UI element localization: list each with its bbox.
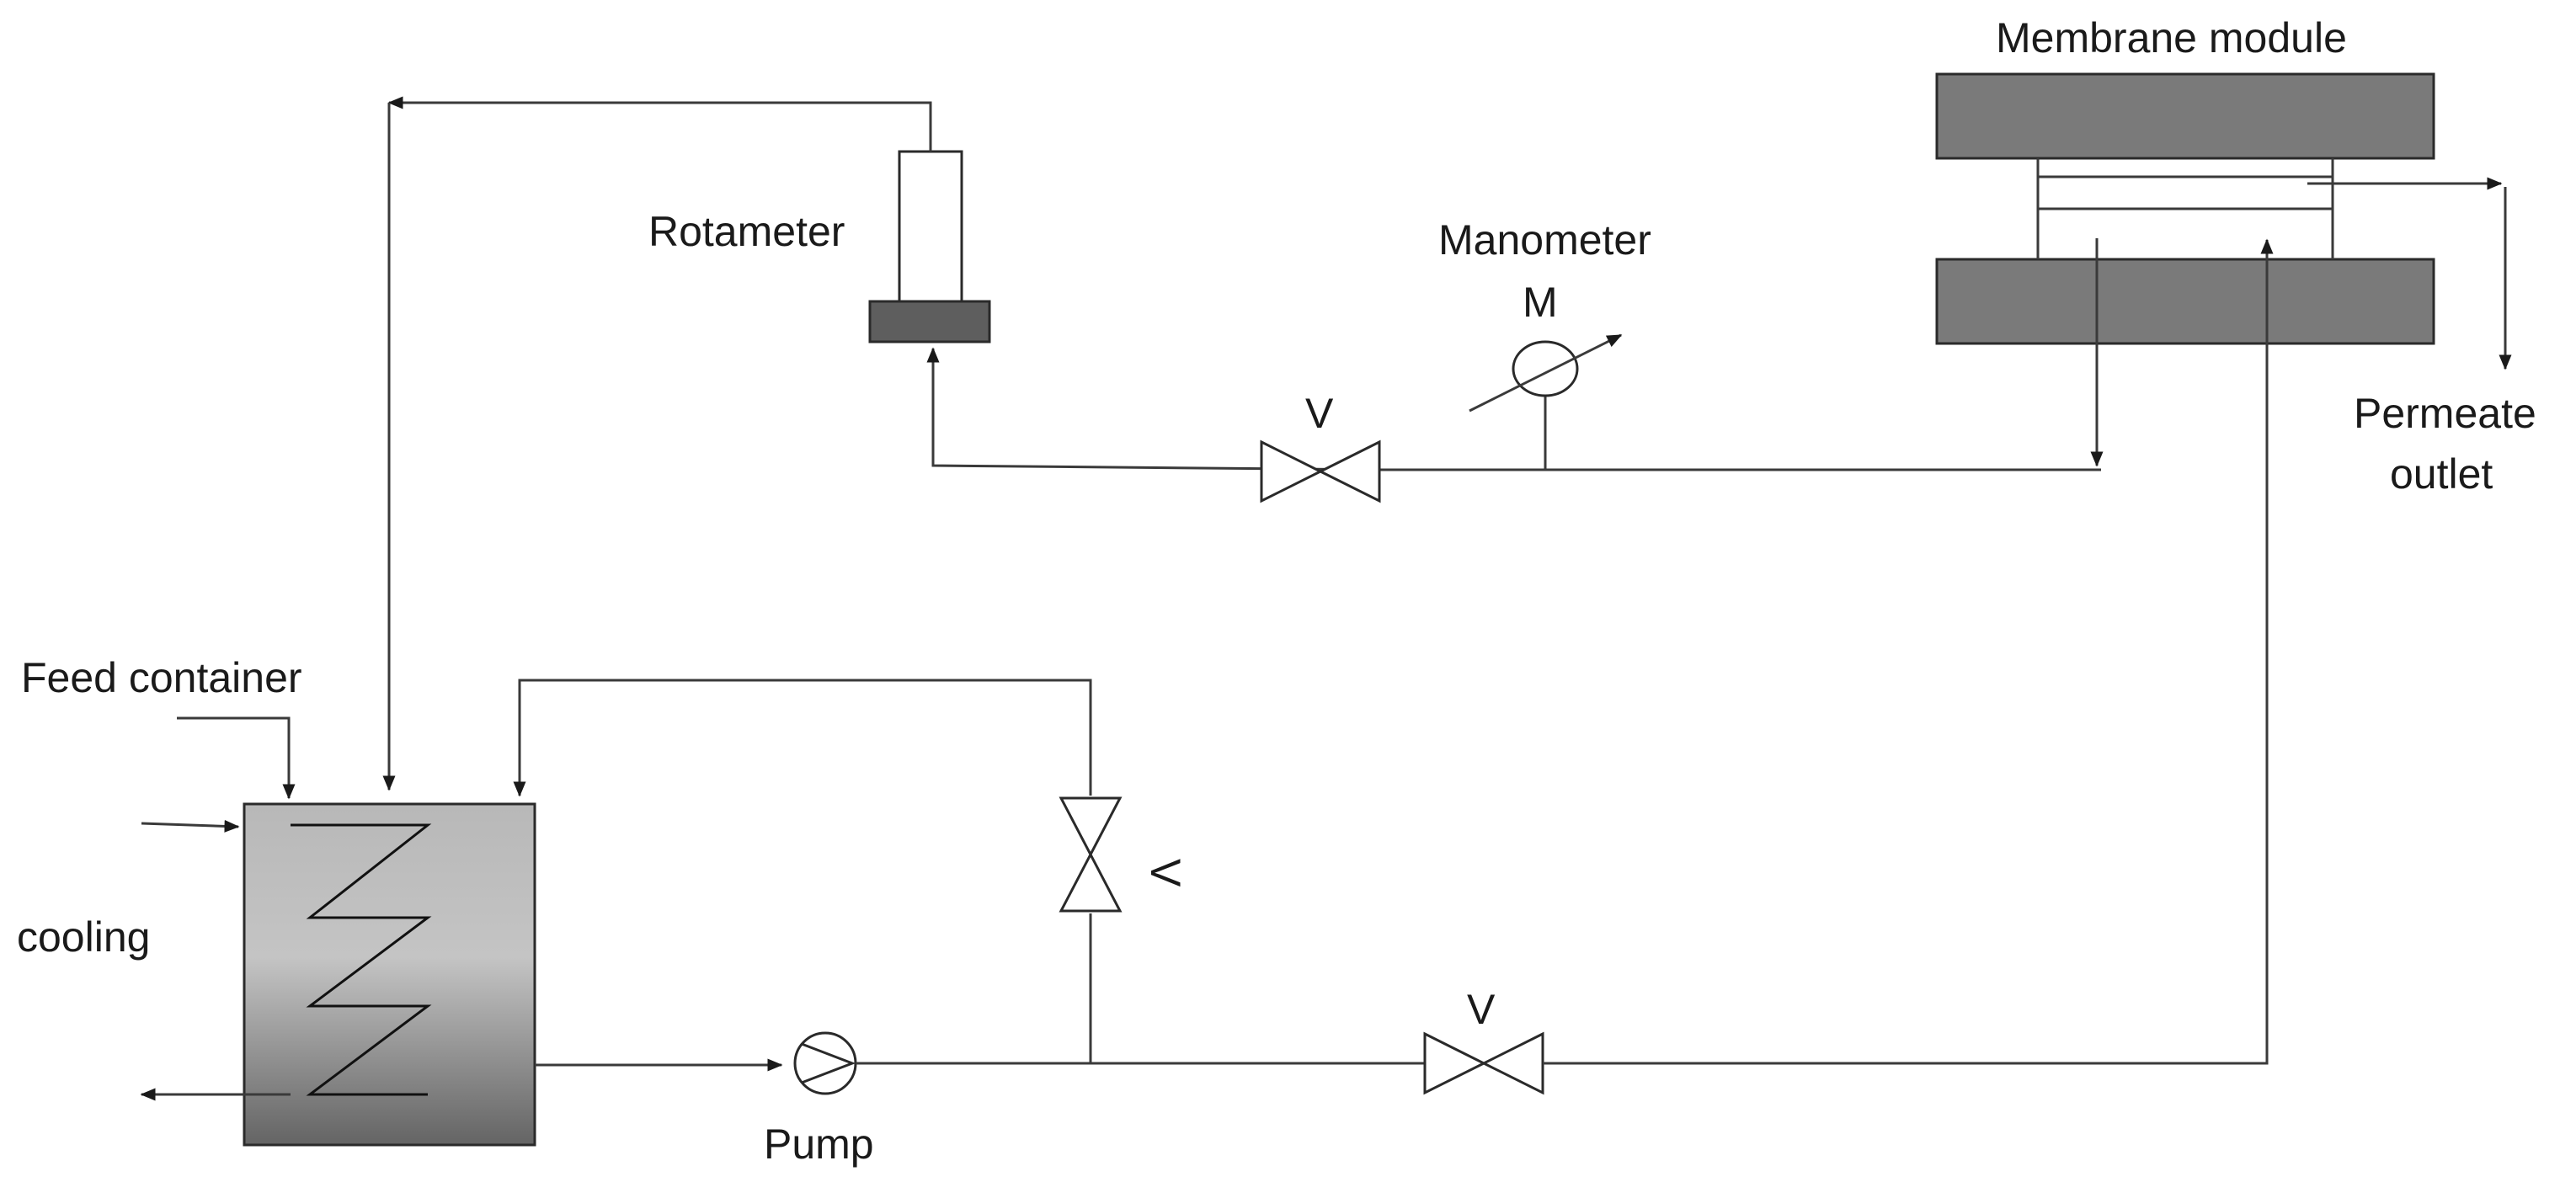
membrane-module xyxy=(1935,72,2435,345)
permeate-label: Permeate xyxy=(2354,390,2536,437)
cooling-coil xyxy=(291,823,432,1096)
module-feed-pipe xyxy=(1543,238,2274,1065)
permeate-outlet-label: outlet xyxy=(2390,450,2493,498)
cooling-inlet-arrow xyxy=(141,819,240,833)
manometer xyxy=(1469,333,1623,470)
bottom-valve-label: V xyxy=(1467,986,1496,1033)
pump xyxy=(793,1031,857,1095)
feed-container xyxy=(243,802,536,1147)
pump-label: Pump xyxy=(764,1121,874,1168)
top-valve-label: V xyxy=(1305,390,1334,437)
bottom-valve xyxy=(1423,1031,1544,1095)
rotameter xyxy=(868,150,991,343)
manometer-label: Manometer xyxy=(1438,216,1651,264)
rotameter-label: Rotameter xyxy=(648,208,845,255)
manometer-needle xyxy=(1469,333,1623,413)
membrane-bottom-plate xyxy=(1935,258,2435,345)
membrane-top-plate xyxy=(1935,72,2435,160)
rotameter-return-pipe xyxy=(387,96,932,152)
cooling-label: cooling xyxy=(17,913,150,961)
bypass-valve-label: V xyxy=(1142,859,1189,887)
retentate-to-valve-pipe xyxy=(926,347,1382,471)
manometer-gauge xyxy=(1512,340,1579,397)
manometer-symbol-label: M xyxy=(1523,279,1558,326)
top-valve xyxy=(1260,439,1381,503)
feed-container-label: Feed container xyxy=(21,654,302,701)
membrane-module-label: Membrane module xyxy=(1996,14,2347,61)
pump-body xyxy=(793,1031,857,1095)
bypass-valve xyxy=(1059,796,1123,913)
pump-arrow xyxy=(801,1042,856,1084)
feed-inlet-pipe xyxy=(177,716,296,800)
feed-container-body xyxy=(243,802,536,1147)
rotameter-tube xyxy=(898,150,963,303)
bypass-top-pipe xyxy=(513,679,1092,797)
rotameter-base xyxy=(868,300,991,343)
